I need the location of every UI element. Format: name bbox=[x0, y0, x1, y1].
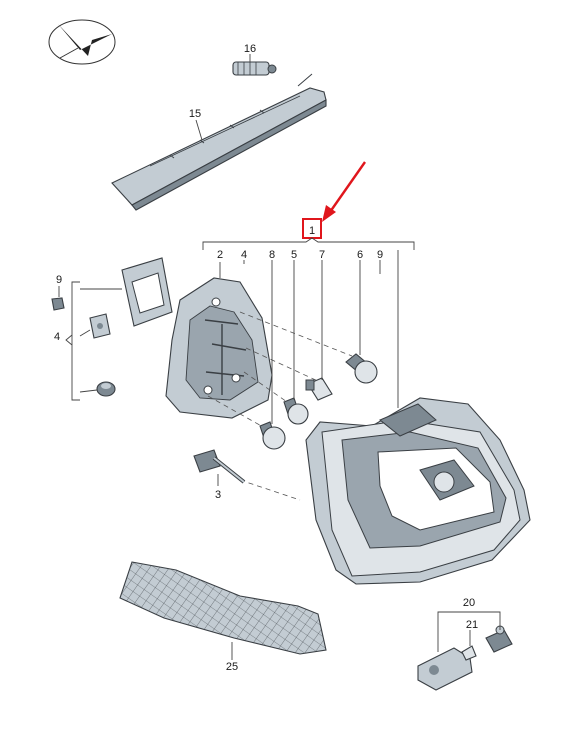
group-bracket-20 bbox=[437, 611, 501, 618]
callout-6: 6 bbox=[357, 249, 363, 261]
callout-5: 5 bbox=[291, 249, 297, 261]
part-15-brake-light-strip bbox=[111, 73, 327, 211]
part-3-adjusting-screw bbox=[193, 449, 246, 484]
part-21-bulb bbox=[461, 645, 477, 661]
leader-15 bbox=[195, 119, 203, 141]
callout-21: 21 bbox=[466, 619, 478, 631]
callout-8: 8 bbox=[269, 249, 275, 261]
callout-7: 7 bbox=[319, 249, 325, 261]
part-9-clip bbox=[51, 297, 65, 311]
group-bracket-4 bbox=[71, 281, 80, 401]
assembly-line-7 bbox=[245, 347, 321, 383]
callout-15: 15 bbox=[189, 108, 201, 120]
callout-1: 1 bbox=[309, 225, 315, 237]
callout-20: 20 bbox=[463, 597, 475, 609]
callout-2: 2 bbox=[217, 249, 223, 261]
leader-4-nut bbox=[79, 329, 91, 337]
orientation-compass-icon bbox=[48, 19, 116, 65]
assembly-line-5 bbox=[243, 371, 291, 405]
part-20-connector bbox=[485, 625, 513, 653]
part-seal-gasket bbox=[121, 257, 173, 327]
part-16-connector bbox=[232, 61, 277, 76]
callout-4-top: 4 bbox=[241, 249, 247, 261]
callout-4-left: 4 bbox=[54, 331, 60, 343]
bracket-4-tick bbox=[65, 334, 73, 346]
part-7-wedge-bulb bbox=[305, 377, 333, 401]
callout-9-left: 9 bbox=[56, 274, 62, 286]
part-4-square-nut bbox=[89, 313, 111, 339]
callout-16: 16 bbox=[244, 43, 256, 55]
tail-lamp-housing bbox=[305, 397, 531, 585]
leader-4-round bbox=[79, 389, 98, 393]
part-4-round-nut bbox=[96, 381, 116, 397]
part-2-bulb-holder bbox=[165, 277, 273, 419]
highlight-arrow bbox=[322, 161, 366, 222]
part-6-bulb bbox=[345, 353, 378, 384]
assembly-line-3 bbox=[239, 479, 301, 501]
assembly-line-6 bbox=[239, 311, 353, 357]
callout-9-right: 9 bbox=[377, 249, 383, 261]
assembly-line-8 bbox=[207, 395, 266, 429]
part-25-grille bbox=[119, 561, 327, 655]
part-8-bulb bbox=[259, 421, 286, 450]
callout-3: 3 bbox=[215, 489, 221, 501]
group-bracket-1 bbox=[202, 237, 415, 250]
part-5-bulb bbox=[283, 397, 309, 425]
part-20-license-lamp bbox=[417, 647, 473, 691]
callout-25: 25 bbox=[226, 661, 238, 673]
